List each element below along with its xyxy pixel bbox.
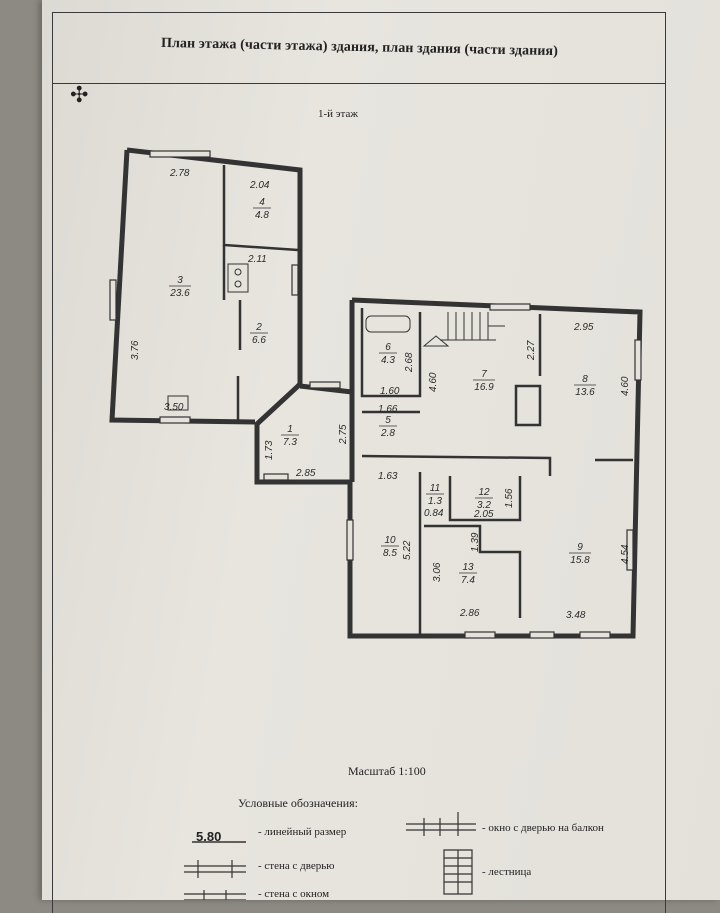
dimension-label: 1.66 <box>378 404 398 415</box>
wall-room2 <box>222 245 242 350</box>
dimension-label: 2.68 <box>404 352 415 373</box>
dimension-label: 3.48 <box>566 610 586 621</box>
room-area: 7.3 <box>283 437 297 448</box>
window <box>634 339 642 381</box>
sink-icon <box>167 395 189 411</box>
scale-label: Масштаб 1:100 <box>348 764 426 778</box>
room-number: 2 <box>255 322 262 333</box>
room-number: 12 <box>478 487 490 498</box>
legend-sample-dimension: 5.80 <box>196 829 222 844</box>
bathtub-icon <box>365 315 411 333</box>
room-area: 4.8 <box>255 210 269 221</box>
legend-item-door: - стена с дверью <box>258 860 335 872</box>
dimension-label: 2.95 <box>573 322 594 333</box>
legend-stairs-icon <box>443 849 473 895</box>
stove-icon <box>227 263 249 293</box>
room-area: 6.6 <box>252 335 266 346</box>
room-area: 3.2 <box>477 500 491 511</box>
window <box>149 150 211 158</box>
room-number: 10 <box>384 535 396 546</box>
dimension-label: 3.06 <box>432 562 443 582</box>
burner-icon <box>234 268 242 276</box>
window <box>464 631 496 639</box>
burner-icon <box>234 280 242 288</box>
dimension-label: 2.85 <box>295 468 316 479</box>
dimension-label: 1.60 <box>380 386 400 397</box>
room-area: 7.4 <box>461 575 475 586</box>
legend-door-icon <box>184 860 246 878</box>
legend-title: Условные обозначения: <box>238 796 359 810</box>
wall-room11-12 <box>418 472 522 636</box>
legend-item-window: - стена с окном <box>258 888 330 900</box>
stair-arrow-icon <box>422 335 450 347</box>
window <box>579 631 611 639</box>
room-number: 1 <box>287 424 293 435</box>
legend-item-dimension: - линейный размер <box>258 826 347 838</box>
dimension-label: 5.22 <box>402 540 413 560</box>
window <box>159 416 191 424</box>
dimension-label: 2.04 <box>249 180 270 191</box>
dimension-label: 2.05 <box>473 509 494 520</box>
window <box>291 264 299 296</box>
wall-hall <box>361 454 633 476</box>
dimension-label: 1.63 <box>378 471 398 482</box>
room-number: 11 <box>430 483 440 494</box>
room-number: 6 <box>385 342 391 353</box>
room-area: 13.6 <box>575 387 595 398</box>
dimension-label: 2.86 <box>459 608 480 619</box>
staircase-icon <box>440 312 505 341</box>
paper-sheet <box>42 0 720 900</box>
room-area: 15.8 <box>570 555 590 566</box>
dimension-label: 2.11 <box>247 254 267 265</box>
drawing-frame: План этажа (части этажа) здания, план зд… <box>52 12 666 913</box>
window <box>489 303 531 311</box>
legend-item-balcony-door: - окно с дверью на балкон <box>482 822 604 834</box>
wall-left-block <box>126 147 350 485</box>
dimension-label: 0.84 <box>424 508 444 519</box>
legend-item-stairs: - лестница <box>482 866 532 878</box>
dimension-label: 3.76 <box>130 340 141 360</box>
dimension-label: 2.75 <box>338 424 349 445</box>
window <box>346 519 354 561</box>
room-area: 16.9 <box>474 382 494 393</box>
wall-bath <box>360 308 422 398</box>
wall-left-outer <box>109 149 256 425</box>
window <box>529 631 555 639</box>
wall-room8 <box>514 314 542 427</box>
dimension-label: 3.50 <box>164 402 184 413</box>
room-number: 9 <box>577 542 583 553</box>
dimension-label: 4.60 <box>620 376 631 396</box>
floor-label: 1-й этаж <box>318 108 358 120</box>
legend-balcony-door-icon <box>406 812 476 836</box>
window <box>309 381 341 389</box>
window <box>263 473 289 481</box>
compass-rose-icon: ✣ <box>70 82 89 107</box>
room-number: 13 <box>462 562 474 573</box>
legend-window-icon <box>184 890 246 900</box>
dimension-label: 2.27 <box>526 340 537 361</box>
room-area: 4.3 <box>381 355 395 366</box>
dimension-label: 4.54 <box>620 544 631 564</box>
title-block: План этажа (части этажа) здания, план зд… <box>53 13 665 84</box>
room-number: 8 <box>582 374 588 385</box>
room-area: 2.8 <box>380 428 395 439</box>
window <box>109 279 117 321</box>
room-area: 1.3 <box>428 496 442 507</box>
dimension-label: 1.39 <box>470 532 481 552</box>
dimension-label: 1.73 <box>264 440 275 460</box>
wall-right-block <box>347 297 643 639</box>
window <box>626 529 634 571</box>
room-number: 4 <box>259 197 265 208</box>
room-area: 8.5 <box>383 548 397 559</box>
room-number: 7 <box>481 369 487 380</box>
dimension-label: 1.56 <box>504 488 515 508</box>
room-area: 23.6 <box>169 288 190 299</box>
room-number: 5 <box>385 415 391 426</box>
wall-room13 <box>424 524 522 618</box>
dimension-label: 4.60 <box>428 372 439 392</box>
dimension-label: 2.78 <box>169 168 190 179</box>
room-number: 3 <box>177 275 183 286</box>
